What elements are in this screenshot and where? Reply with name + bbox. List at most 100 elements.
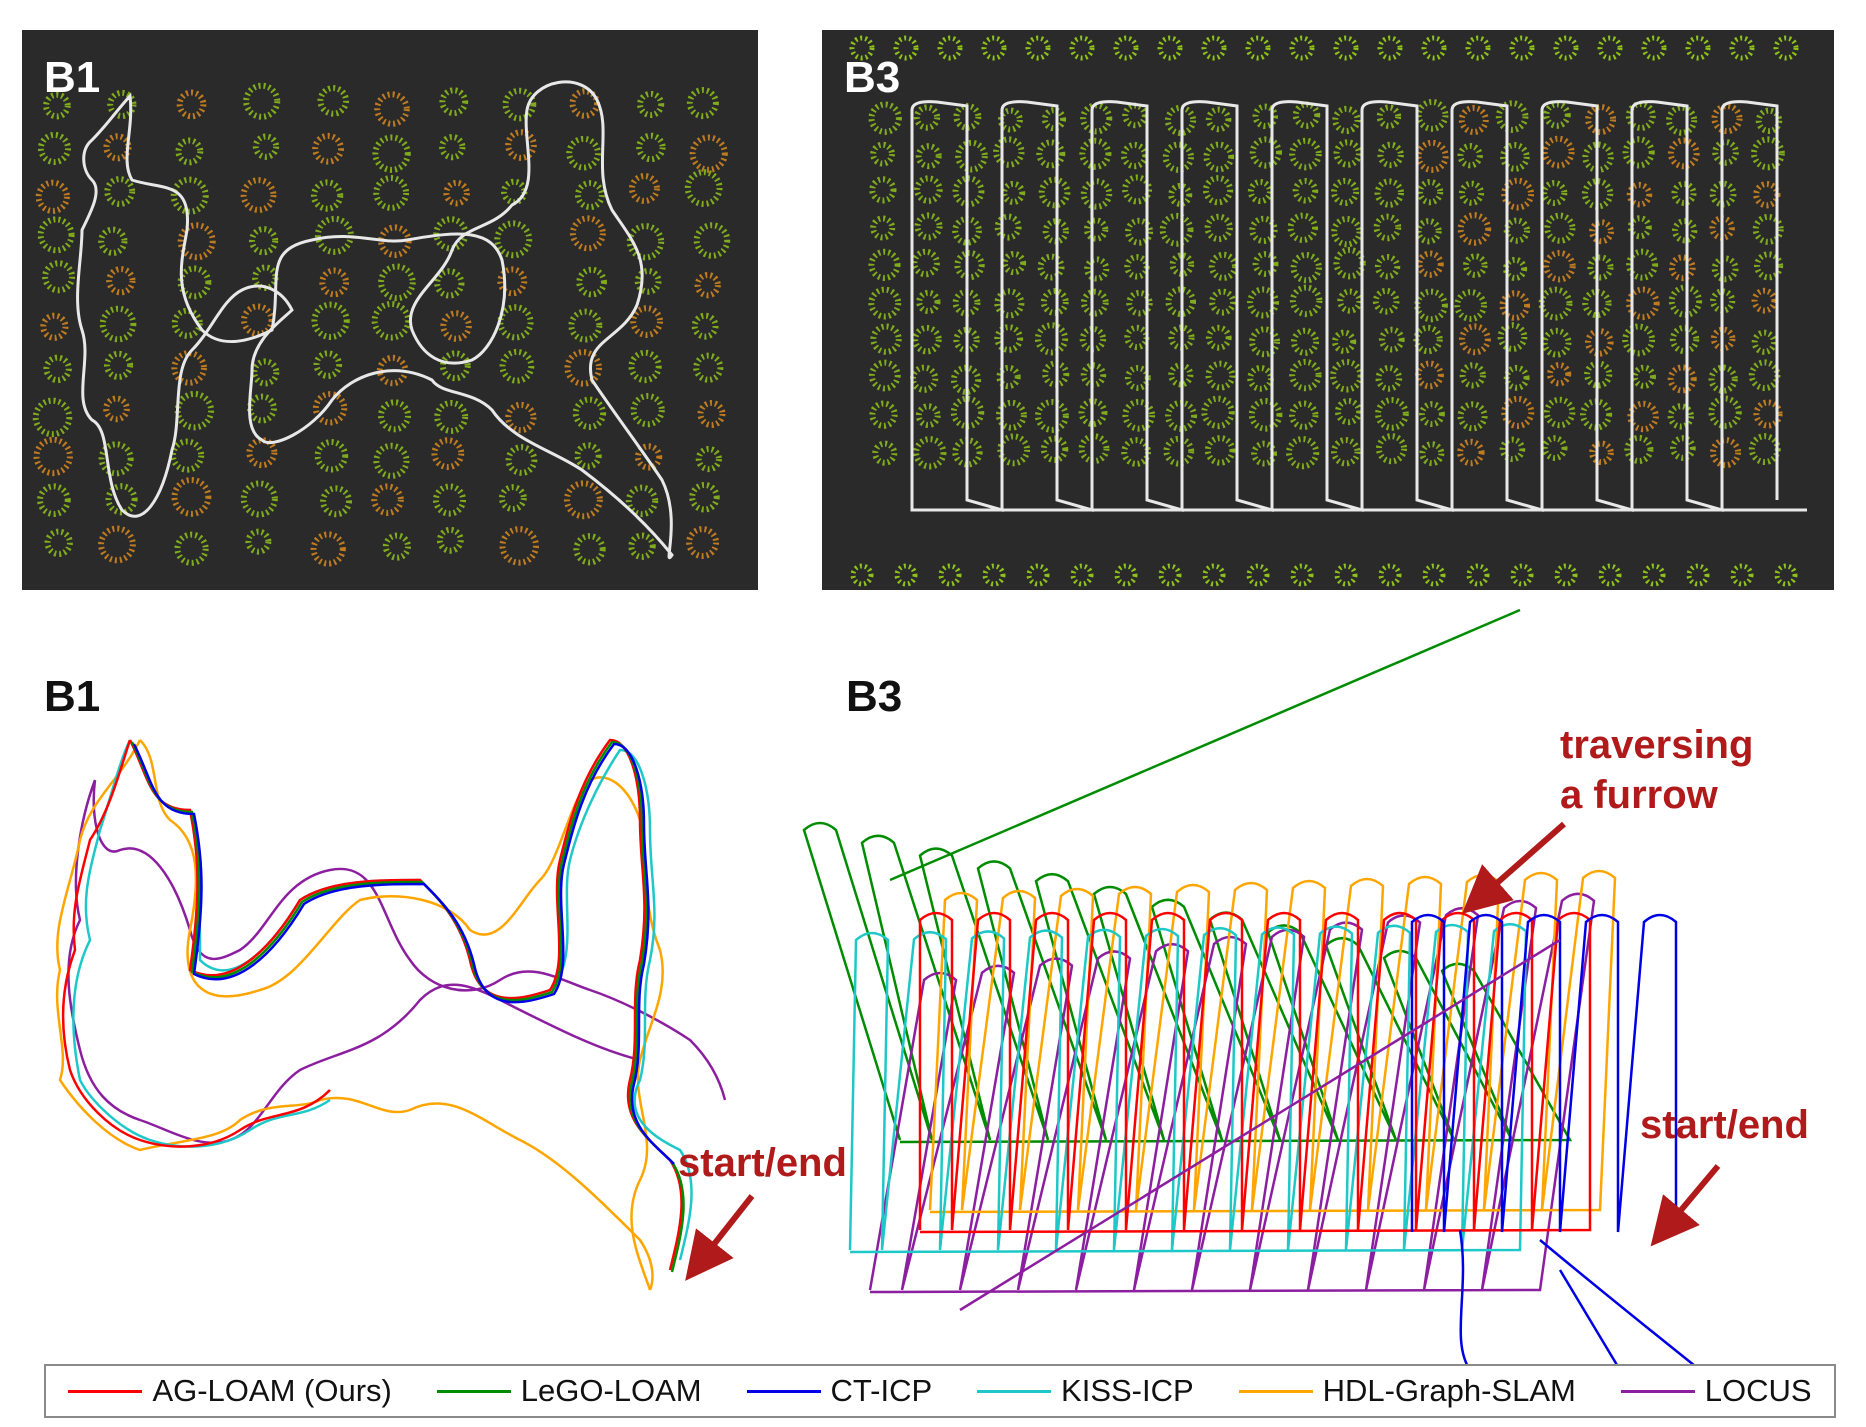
b3-furrow-annotation: traversing a furrow: [1560, 720, 1753, 820]
b3-plant: [1541, 179, 1568, 207]
b3-plant: [1252, 251, 1279, 277]
b3-plant: [1502, 256, 1528, 282]
b1-plant: [374, 91, 410, 127]
b3-plant: [1249, 136, 1282, 169]
b3-plant: [1163, 435, 1195, 467]
b3-plant: [913, 104, 941, 131]
b3-plant: [1375, 364, 1403, 392]
b1-ag-loam-path: [61, 738, 683, 1271]
b3-plant: [1711, 103, 1743, 135]
b1-plant: [245, 528, 272, 555]
b3-plant: [1465, 35, 1491, 61]
b1-plant: [694, 272, 721, 299]
b1-plant: [44, 528, 73, 558]
b1-plant: [572, 396, 607, 430]
b3-plant: [1582, 288, 1612, 319]
legend-item-ag-loam: AG-LOAM (Ours): [68, 1373, 392, 1409]
b3-plant: [1026, 563, 1050, 587]
b1-plant: [693, 222, 731, 259]
b1-plant: [689, 134, 728, 173]
b3-plant: [1248, 397, 1283, 432]
b3-plant: [995, 399, 1027, 431]
b1-plant: [569, 215, 606, 252]
b1-plant: [311, 301, 350, 340]
b3-plant: [1292, 177, 1319, 204]
b3-plant: [1750, 136, 1785, 171]
b3-hdl-path: [928, 869, 1617, 1214]
b1-locus-path: [67, 779, 727, 1144]
b3-plant: [1416, 179, 1444, 206]
b1-plant: [628, 349, 662, 384]
b3-plant: [872, 440, 898, 466]
b1-plant: [634, 443, 663, 471]
b1-plant: [98, 441, 134, 477]
b3-plant: [1333, 247, 1366, 280]
b3-plant: [1459, 323, 1491, 356]
b3-plant: [1168, 362, 1194, 388]
b3-start-end-arrow: [1650, 1164, 1721, 1247]
b1-plant: [439, 133, 466, 161]
b3-plant: [1755, 107, 1783, 135]
legend-swatch-ct-icp: [746, 1389, 821, 1393]
b3-plant: [1331, 329, 1357, 354]
b3-plant: [1041, 107, 1067, 132]
b1-plant: [98, 226, 128, 256]
b3-plant: [1711, 255, 1739, 283]
b3-plant: [1631, 364, 1656, 389]
b3-plant: [914, 212, 943, 241]
b3-plant: [1122, 174, 1153, 205]
b1-plant: [689, 481, 720, 513]
b3-plant: [1708, 395, 1742, 429]
b3-plant: [1585, 104, 1617, 136]
b3-plant: [1001, 180, 1026, 205]
legend-swatch-kiss-icp: [977, 1389, 1052, 1393]
b3-plant: [1544, 212, 1576, 244]
b3-plant: [1501, 177, 1535, 211]
b3-plant: [1730, 563, 1754, 587]
b3-plant: [1625, 100, 1656, 131]
b3-plant: [1554, 563, 1578, 587]
b3-plant: [1246, 563, 1270, 587]
b1-plant: [697, 399, 726, 428]
b3-start-end-annotation: start/end: [1640, 1103, 1809, 1147]
b3-plant: [1581, 178, 1614, 210]
b1-plant: [431, 437, 465, 471]
b3-plant: [912, 324, 942, 355]
legend-item-lego-loam: LeGO-LOAM: [436, 1373, 702, 1409]
b3-plant: [1458, 104, 1489, 135]
b3-plant: [1378, 326, 1405, 353]
b3-plant: [1589, 440, 1614, 466]
b1-plant: [691, 312, 719, 340]
b3-plant: [1457, 401, 1488, 432]
b3-plant: [1685, 35, 1711, 61]
b3-plant: [1422, 563, 1446, 587]
b3-map-image: B3: [822, 30, 1834, 590]
b1-plant: [434, 268, 465, 299]
b3-plant: [1205, 106, 1232, 133]
b3-plant: [1285, 436, 1320, 470]
b3-plant: [1332, 105, 1361, 135]
legend-swatch-hdl-graph-slam: [1238, 1389, 1313, 1393]
b3-plant: [1584, 328, 1614, 357]
b3-plant: [1666, 104, 1698, 136]
b3-plant: [1083, 217, 1109, 242]
b1-plant: [43, 354, 72, 384]
legend-label-kiss-icp: KISS-ICP: [1061, 1373, 1194, 1408]
legend-item-locus: LOCUS: [1620, 1373, 1812, 1409]
b3-plant: [1553, 35, 1579, 61]
b3-furrow-annotation-line2: a furrow: [1560, 773, 1718, 817]
b1-lego-loam-path: [130, 740, 685, 1273]
b1-plant: [251, 358, 280, 387]
b1-plant: [499, 348, 535, 384]
b1-plant: [169, 438, 205, 473]
b1-plant: [37, 216, 75, 254]
b3-plant: [1457, 438, 1485, 467]
b1-plant: [443, 179, 470, 207]
b3-plant: [1419, 441, 1445, 467]
b3-ag-loam-path: [918, 911, 1592, 1234]
b3-plant: [1251, 440, 1277, 467]
b1-plant: [372, 134, 411, 173]
b1-plant: [436, 526, 464, 554]
b3-plant: [1668, 254, 1696, 282]
b3-plant: [1372, 287, 1400, 315]
